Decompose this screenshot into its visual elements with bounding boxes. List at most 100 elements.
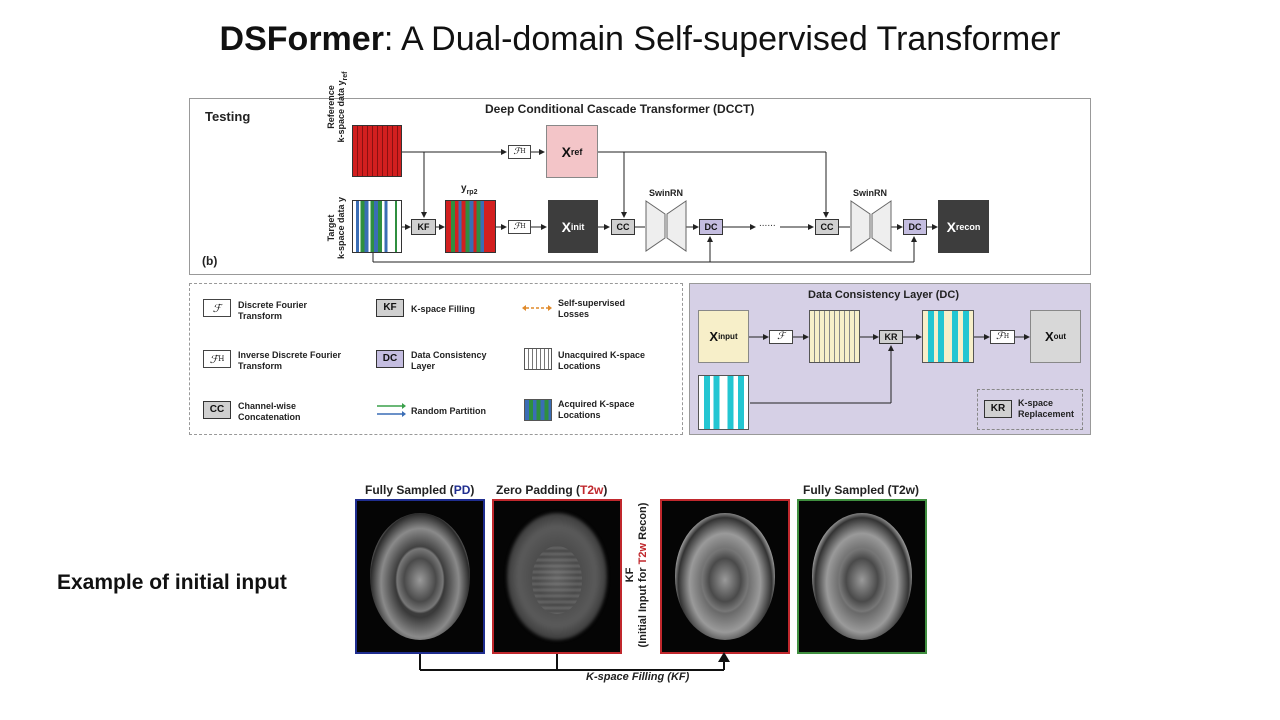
legend-selfsup-loss-icon xyxy=(522,305,552,311)
kf-vertical-prefix: (Initial Input for xyxy=(637,564,649,648)
legend-inverse-ft-line2: Transform xyxy=(238,361,283,371)
img1-label-pd: PD xyxy=(453,483,471,497)
yrp2-main: y xyxy=(461,183,467,194)
swinrn-label-2: SwinRN xyxy=(853,188,888,198)
legend-acquired-icon xyxy=(524,399,552,421)
dc-inverse-ft-sup: H xyxy=(1003,333,1010,340)
legend-acquired-line2: Locations xyxy=(558,410,601,420)
brain-inner-t2w xyxy=(836,546,888,615)
img1-label: Fully Sampled (PD) xyxy=(365,483,474,497)
swinrn-block-1 xyxy=(645,200,687,252)
kf-box: KF xyxy=(411,219,436,235)
dc-kr-box: KR xyxy=(879,330,903,344)
legend-inverse-ft-symbol: ℱ xyxy=(209,352,219,366)
legend-kf-text: K-space Filling xyxy=(411,304,475,315)
kr-legend-box xyxy=(977,389,1083,430)
kf-vertical-suffix: Recon) xyxy=(637,502,649,543)
legend-inverse-ft-line1: Inverse Discrete Fourier xyxy=(238,350,342,360)
legend-inverse-ft-sup: H xyxy=(218,354,225,363)
x-input-main: X xyxy=(709,329,719,344)
inverse-ft-symbol: ℱ xyxy=(513,221,521,232)
legend-ft-text: Discrete Fourier Transform xyxy=(238,300,307,322)
slide-title: DSFormer: A Dual-domain Self-supervised … xyxy=(0,20,1280,59)
legend-cc-line2: Concatenation xyxy=(238,412,301,422)
inverse-ft-sup: H xyxy=(520,148,526,155)
img2-label-prefix: Zero Padding ( xyxy=(496,483,580,497)
dc-kspace-mixed-block xyxy=(922,310,974,363)
title-bold: DSFormer xyxy=(219,20,384,58)
legend-cc-line1: Channel-wise xyxy=(238,401,297,411)
dc-inverse-ft-symbol: ℱ xyxy=(995,331,1004,342)
x-init-sub: init xyxy=(570,221,585,232)
legend-inverse-ft-text: Inverse Discrete Fourier Transform xyxy=(238,350,341,372)
mri-fully-sampled-t2w xyxy=(797,499,927,654)
img2-label-suffix: ) xyxy=(603,483,608,497)
x-ref-main: X xyxy=(561,143,571,160)
cc-box-1: CC xyxy=(611,219,635,235)
testing-label: Testing xyxy=(205,109,251,124)
dc-kspace-cyan-block xyxy=(698,375,749,430)
x-ref-sub: ref xyxy=(570,146,583,157)
legend-selfsup-line2: Losses xyxy=(558,309,590,319)
example-label: Example of initial input xyxy=(57,571,287,594)
dc-box-2: DC xyxy=(903,219,927,235)
legend-random-partition-icon xyxy=(377,403,406,417)
legend-ft-icon: ℱ xyxy=(203,299,231,317)
yrp2-sub: rp2 xyxy=(466,189,478,196)
title-rest: : A Dual-domain Self-supervised Transfor… xyxy=(383,20,1061,58)
swinrn-label-1: SwinRN xyxy=(649,188,684,198)
mri-kf-initial-input xyxy=(660,499,790,654)
kf-vertical-line1: KF xyxy=(624,567,636,583)
x-input-sub: input xyxy=(718,332,738,341)
legend-random-partition-line1: Random Partition xyxy=(411,406,487,416)
legend-random-partition-text: Random Partition xyxy=(411,406,486,417)
kf-vertical-label: KF (Initial Input for T2w Recon) xyxy=(624,495,650,655)
legend-dc-line2: Layer xyxy=(411,361,436,371)
legend-acquired-text: Acquired K-space Locations xyxy=(558,399,635,421)
x-recon-sub: recon xyxy=(955,221,981,232)
legend-ft-line2: Transform xyxy=(238,311,283,321)
legend-acquired-line1: Acquired K-space xyxy=(558,399,635,409)
brain-scan-zp xyxy=(506,513,608,640)
kr-legend-text: K-space Replacement xyxy=(1018,398,1074,420)
inverse-ft-sup: H xyxy=(520,223,526,230)
x-init-main: X xyxy=(561,218,571,235)
dc-ft-box: ℱ xyxy=(769,330,793,344)
yrp2-kspace-block xyxy=(445,200,496,253)
cc-box-2: CC xyxy=(815,219,839,235)
brain-inner-zp xyxy=(531,546,583,615)
kspace-filling-caption: K-space Filling (KF) xyxy=(586,671,690,683)
img1-label-prefix: Fully Sampled ( xyxy=(365,483,454,497)
legend-unacquired-line1: Unacquired K-space xyxy=(558,350,646,360)
legend-ft-line1: Discrete Fourier xyxy=(238,300,308,310)
legend-unacquired-text: Unacquired K-space Locations xyxy=(558,350,645,372)
kf-vertical-t2w: T2w xyxy=(637,542,649,565)
mri-fully-sampled-pd xyxy=(355,499,485,654)
mri-zero-padding-t2w xyxy=(492,499,622,654)
kf-vertical-line2: (Initial Input for T2w Recon) xyxy=(637,495,650,655)
legend-dc-line1: Data Consistency xyxy=(411,350,487,360)
legend-kf-icon: KF xyxy=(376,299,404,317)
legend-dc-icon: DC xyxy=(376,350,404,368)
legend-unacquired-icon xyxy=(524,348,552,370)
target-kspace-block xyxy=(352,200,402,253)
x-recon-main: X xyxy=(946,218,956,235)
reference-kspace-block xyxy=(352,125,402,177)
legend-kf-line1: K-space Filling xyxy=(411,304,476,314)
kr-legend-icon: KR xyxy=(984,400,1012,418)
legend-unacquired-line2: Locations xyxy=(558,361,601,371)
kr-legend-line2: Replacement xyxy=(1018,409,1075,419)
x-out-main: X xyxy=(1044,329,1054,344)
dc-box-1: DC xyxy=(699,219,723,235)
legend-cc-icon: CC xyxy=(203,401,231,419)
